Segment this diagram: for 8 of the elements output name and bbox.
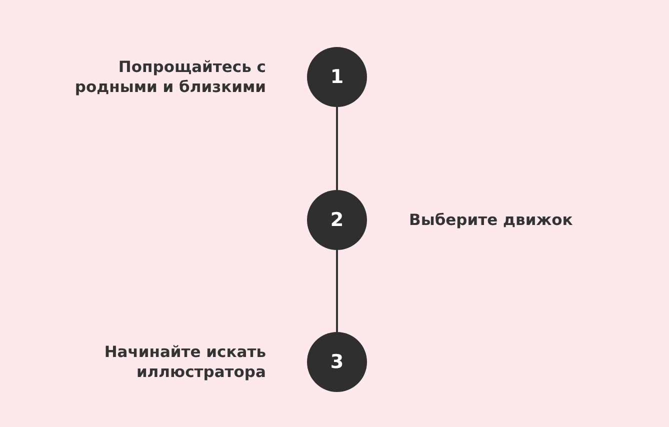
step-label: Попрощайтесь с родными и близкими [74,57,266,97]
step-label: Начинайте искать иллюстратора [103,342,266,382]
step-number: 2 [330,210,344,230]
connector-line [336,250,338,332]
step-label: Выберите движок [409,210,574,230]
step-number: 3 [330,352,344,372]
step-number: 1 [330,68,344,86]
connector-line [336,107,338,190]
